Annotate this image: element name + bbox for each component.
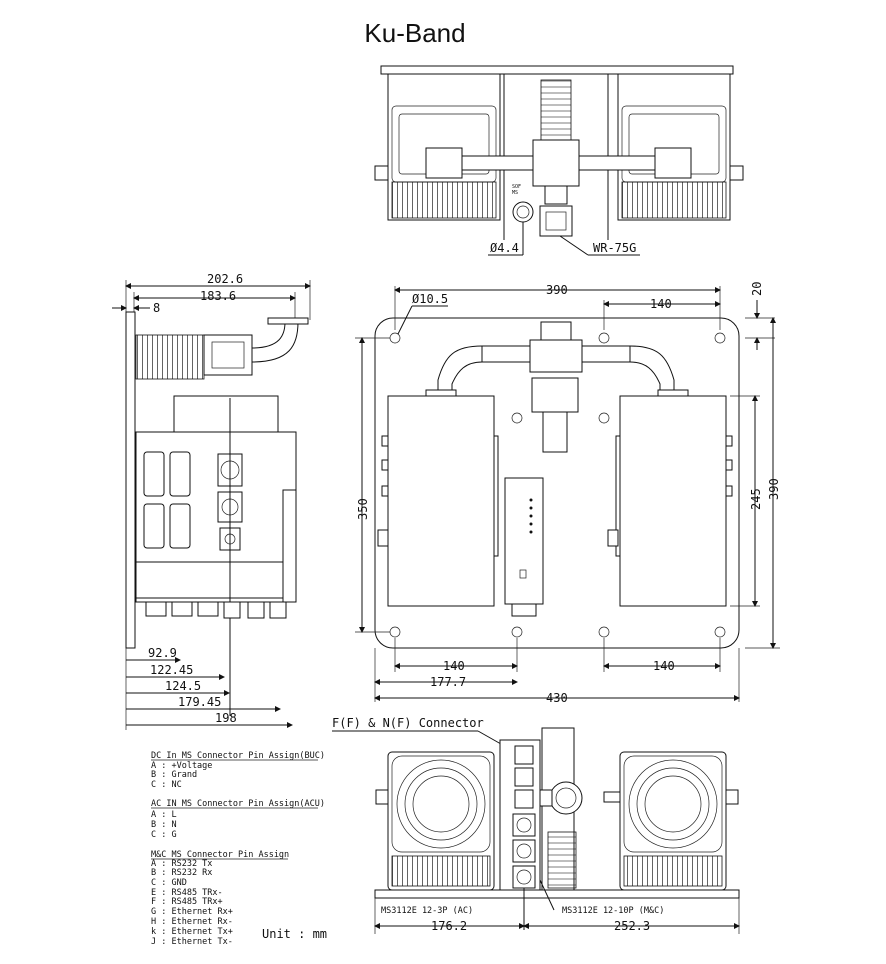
ac-title: AC IN MS Connector Pin Assign(ACU): [151, 799, 325, 809]
dim-390-top: 390: [546, 283, 568, 297]
dim-430: 430: [546, 691, 568, 705]
dim-198: 198: [215, 711, 237, 725]
unit-note: Unit : mm: [262, 927, 327, 941]
dim-92-9: 92.9: [148, 646, 177, 660]
dim-176-2: 176.2: [431, 919, 467, 933]
mc-pin: C : GND: [151, 878, 187, 888]
bottom-view: F(F) & N(F) Connector: [332, 716, 740, 934]
dc-pin: B : Grand: [151, 770, 197, 780]
dim-177-7: 177.7: [430, 675, 466, 689]
mc-pin: B : RS232 Rx: [151, 868, 212, 878]
dc-title: DC In MS Connector Pin Assign(BUC): [151, 751, 325, 761]
side-view: 202.6 183.6 8: [112, 272, 311, 730]
diagram-title: Ku-Band: [364, 18, 466, 48]
svg-text:MS: MS: [512, 190, 518, 196]
dim-140-bottom-left: 140: [443, 659, 465, 673]
top-view: SOF MS Ø4.4 WR-75G: [374, 65, 744, 256]
dim-8: 8: [153, 301, 160, 315]
ac-pin: A : L: [151, 810, 177, 820]
pin-legend: DC In MS Connector Pin Assign(BUC) A : +…: [151, 751, 327, 947]
mc-title: M&C MS Connector Pin Assign: [151, 850, 289, 860]
ac-pin: C : G: [151, 830, 177, 840]
dim-20: 20: [750, 282, 764, 296]
dim-183-6: 183.6: [200, 289, 236, 303]
dim-202-6: 202.6: [207, 272, 243, 286]
hole-note: Ø4.4: [490, 241, 519, 255]
connector-tag: SOF: [512, 184, 521, 190]
ac-connector-label: MS3112E 12-3P (AC): [381, 906, 473, 916]
dim-179-45: 179.45: [178, 695, 221, 709]
mc-pin: A : RS232 Tx: [151, 859, 212, 869]
mc-pin: E : RS485 TRx-: [151, 888, 223, 898]
connector-callout: F(F) & N(F) Connector: [332, 716, 484, 730]
dim-122-45: 122.45: [150, 663, 193, 677]
dim-124-5: 124.5: [165, 679, 201, 693]
dim-350: 350: [356, 498, 370, 520]
dc-pin: A : +Voltage: [151, 761, 212, 771]
dc-pin: C : NC: [151, 780, 182, 790]
ac-pin: B : N: [151, 820, 177, 830]
mc-pin: G : Ethernet Rx+: [151, 907, 233, 917]
waveguide-label: WR-75G: [593, 241, 636, 255]
mc-pin: J : Ethernet Tx-: [151, 937, 233, 947]
mc-connector-label: MS3112E 12-10P (M&C): [562, 906, 664, 916]
dim-140-top: 140: [650, 297, 672, 311]
dim-hole-diameter: Ø10.5: [412, 292, 448, 306]
mc-pin: H : Ethernet Rx-: [151, 917, 233, 927]
mc-pin: F : RS485 TRx+: [151, 897, 223, 907]
dim-252-3: 252.3: [614, 919, 650, 933]
dim-390-right: 390: [767, 478, 781, 500]
front-view: 390 140 Ø10.5 20 350 245 390: [355, 282, 781, 705]
dim-245: 245: [749, 488, 763, 510]
dim-140-bottom-right: 140: [653, 659, 675, 673]
mc-pin: k : Ethernet Tx+: [151, 927, 233, 937]
